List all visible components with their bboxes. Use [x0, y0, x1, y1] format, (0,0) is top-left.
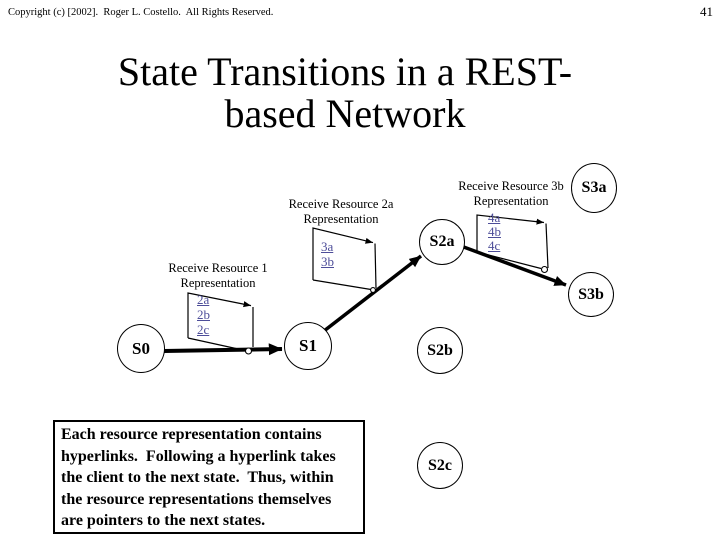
note-line-5: are pointers to the next states. [61, 512, 266, 529]
state-s2a: S2a [419, 219, 465, 265]
state-s0: S0 [117, 324, 165, 373]
document-1-links: 2a 2b 2c [197, 292, 210, 337]
transition-label-1: Receive Resource 1 Representation [168, 261, 268, 290]
doc2-anchor-circle [370, 287, 376, 293]
state-s2b: S2b [417, 327, 463, 374]
page-number: 41 [700, 4, 713, 19]
hyperlink-3b[interactable]: 3b [321, 254, 334, 269]
note-line-3: the client to the next state. Thus, with… [61, 469, 334, 486]
note-line-4: the resource representations themselves [61, 490, 332, 508]
document-3-links: 4a 4b 4c [488, 211, 501, 253]
state-s2c: S2c [417, 442, 463, 489]
slide-title: State Transitions in a REST- based Netwo… [20, 51, 670, 135]
document-icon-3 [476, 214, 549, 270]
transition-label-3: Receive Resource 3b Representation [458, 179, 564, 208]
title-line-1: State Transitions in a REST- [117, 49, 573, 94]
document-icon-1 [187, 292, 254, 352]
note-line-1: Each resource representation contains [61, 426, 322, 443]
doc3-anchor-circle [540, 265, 549, 274]
hyperlink-2b[interactable]: 2b [197, 307, 210, 322]
transition-arrow-s2a-s3b [460, 244, 567, 287]
state-s3a: S3a [571, 163, 617, 213]
document-icon-2 [312, 227, 377, 291]
hyperlink-2c[interactable]: 2c [197, 322, 210, 337]
doc1-anchor-circle [244, 347, 253, 355]
note-line-2: hyperlinks. Following a hyperlink takes [61, 447, 336, 465]
copyright-text: Copyright (c) [2002]. Roger L. Costello.… [8, 7, 274, 18]
transition-label-2: Receive Resource 2a Representation [288, 197, 394, 226]
hyperlink-2a[interactable]: 2a [197, 292, 210, 307]
state-s1: S1 [284, 322, 332, 370]
transition-arrow-s0-s1 [163, 343, 283, 356]
transition-arrow-s1-s2a [320, 254, 423, 334]
hyperlink-4b[interactable]: 4b [488, 224, 501, 239]
title-line-2: based Network [224, 91, 466, 136]
hyperlink-4a[interactable]: 4a [488, 210, 501, 225]
state-s3b: S3b [568, 272, 614, 317]
hyperlink-4c[interactable]: 4c [488, 238, 501, 253]
hyperlink-3a[interactable]: 3a [321, 239, 334, 254]
note-box: Each resource representation contains hy… [53, 420, 365, 534]
document-2-links: 3a 3b [321, 239, 334, 269]
